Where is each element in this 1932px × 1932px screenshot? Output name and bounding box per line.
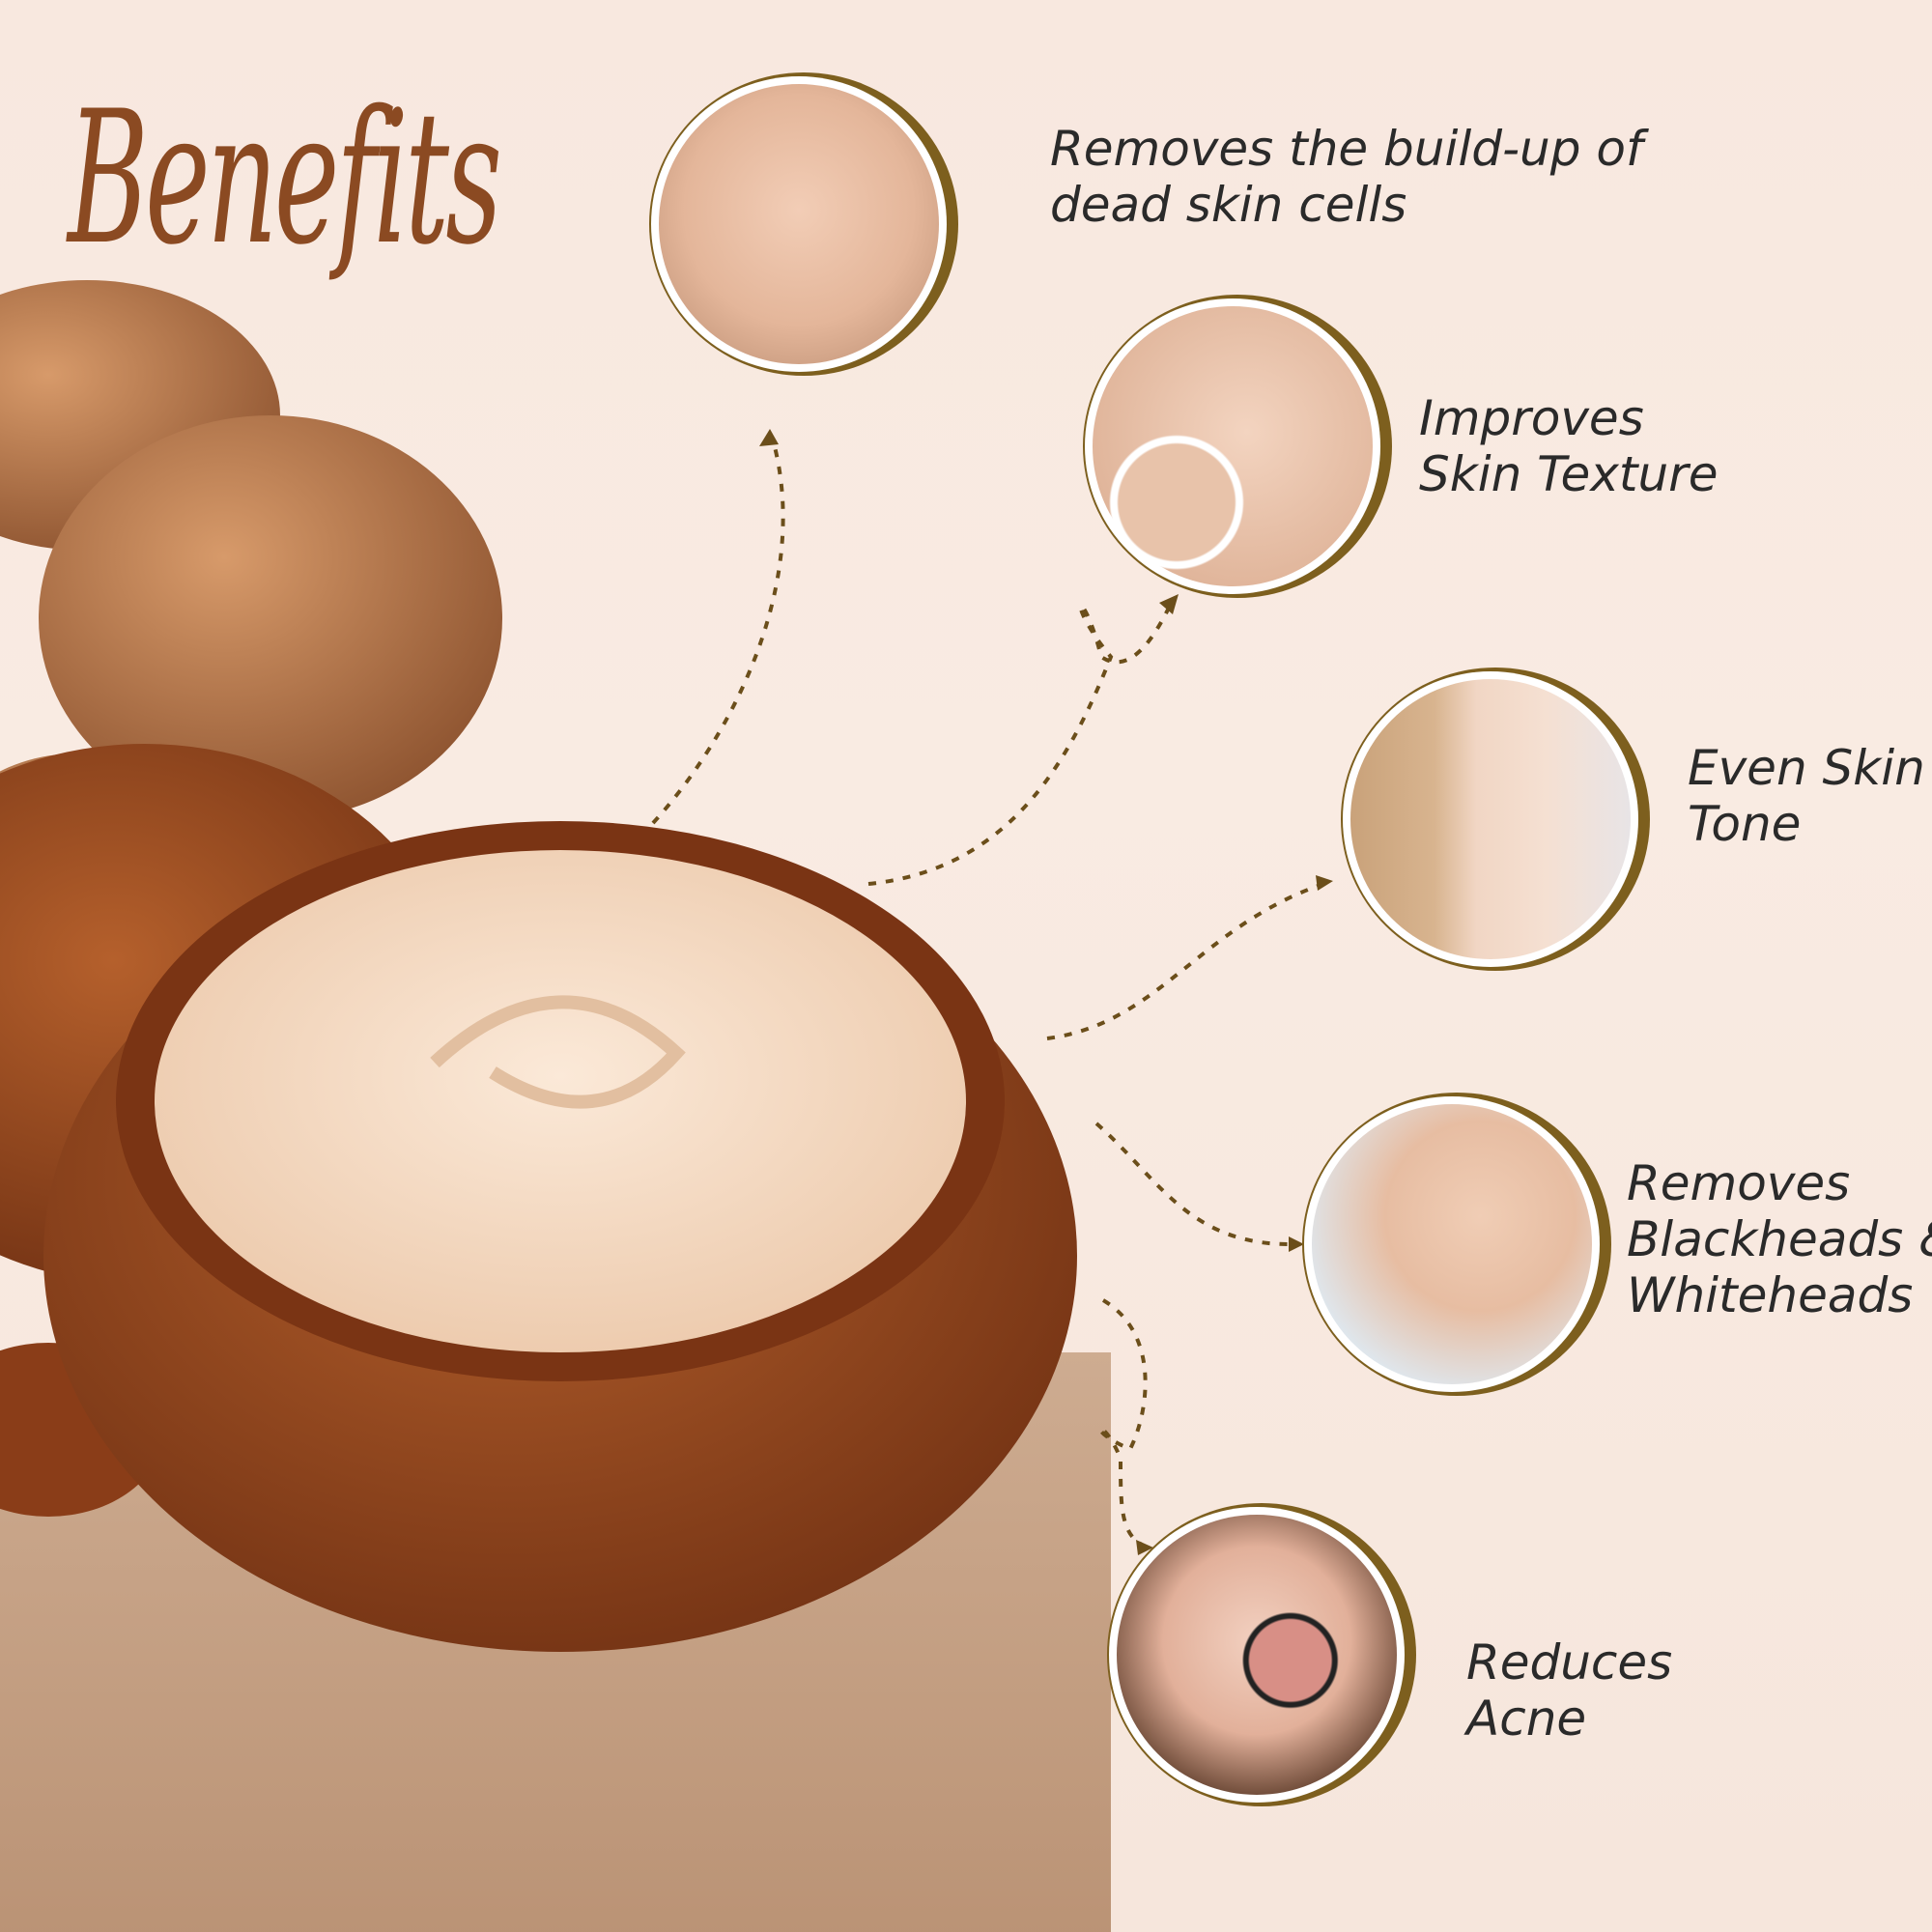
benefit-text-3: Even Skin Tone xyxy=(1688,740,1925,852)
benefit-image-1 xyxy=(649,72,958,376)
benefit-line: Reduces xyxy=(1466,1634,1673,1690)
benefit-line: Acne xyxy=(1466,1690,1587,1747)
benefit-image-5 xyxy=(1107,1503,1416,1806)
dry-skin-closeup-photo xyxy=(1093,306,1373,586)
benefit-line: Removes the build-up of xyxy=(1050,121,1643,177)
benefit-line: Even Skin xyxy=(1688,740,1925,796)
benefit-text-2: Improves Skin Texture xyxy=(1419,390,1719,502)
benefit-image-2 xyxy=(1083,295,1392,598)
benefit-line: Improves xyxy=(1419,390,1644,446)
benefit-line: Removes xyxy=(1627,1155,1851,1211)
benefit-line: Blackheads & xyxy=(1627,1211,1932,1267)
walnut xyxy=(39,415,502,821)
arrow-3 xyxy=(1046,882,1324,1040)
arrow-2 xyxy=(867,603,1173,886)
face-contour-arrows-photo xyxy=(1350,679,1631,959)
arrow-5 xyxy=(1097,1298,1148,1548)
benefit-line: Skin Texture xyxy=(1419,446,1719,502)
benefit-image-4 xyxy=(1302,1093,1611,1396)
page-title: Benefits xyxy=(68,71,502,285)
benefit-image-3 xyxy=(1341,668,1650,971)
woman-touching-face-photo xyxy=(659,84,939,364)
woman-squeezing-nose-photo xyxy=(1312,1104,1592,1384)
arrow-1 xyxy=(651,439,785,825)
dotted-arrows xyxy=(651,439,1324,1548)
benefit-text-4: Removes Blackheads & Whiteheads xyxy=(1627,1155,1932,1323)
benefit-line: Whiteheads xyxy=(1627,1267,1914,1323)
magnifier-acne-photo xyxy=(1117,1515,1397,1795)
benefit-line: Tone xyxy=(1688,796,1802,852)
benefit-line: dead skin cells xyxy=(1050,177,1407,233)
benefit-text-1: Removes the build-up of dead skin cells xyxy=(1050,121,1643,233)
benefit-text-5: Reduces Acne xyxy=(1466,1634,1672,1747)
arrow-4 xyxy=(1094,1122,1295,1247)
